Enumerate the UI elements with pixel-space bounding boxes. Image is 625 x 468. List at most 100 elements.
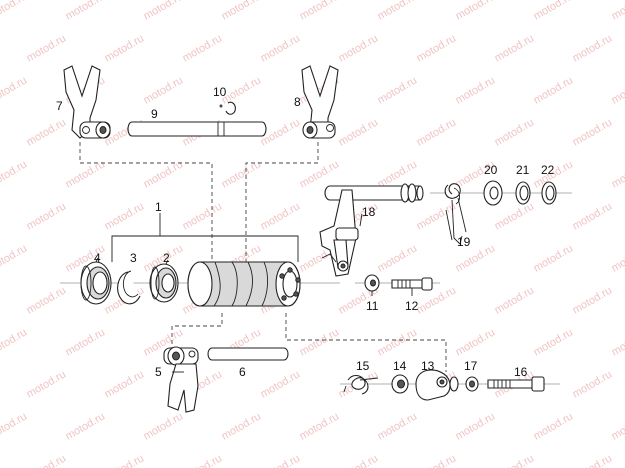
collar-14: [391, 374, 409, 394]
callout-12: 12: [405, 299, 419, 313]
callout-21: 21: [516, 163, 530, 177]
bolt-12: [391, 277, 433, 291]
watermark-text: motod.ru: [0, 410, 29, 442]
watermark-text: motod.ru: [454, 410, 498, 442]
watermark-text: motod.ru: [571, 200, 615, 232]
callout-2: 2: [163, 251, 170, 265]
stopper-spring-15: [343, 374, 379, 395]
watermark-text: motod.ru: [376, 410, 420, 442]
watermark-text: motod.ru: [337, 116, 381, 148]
watermark-text: motod.ru: [376, 0, 420, 23]
watermark-text: motod.ru: [259, 452, 303, 468]
watermark-text: motod.ru: [610, 74, 625, 106]
watermark-text: motod.ru: [532, 0, 576, 23]
watermark-text: motod.ru: [142, 0, 186, 23]
watermark-text: motod.ru: [571, 116, 615, 148]
callout-1: 1: [155, 200, 162, 214]
watermark-text: motod.ru: [376, 74, 420, 106]
callout-20: 20: [484, 163, 498, 177]
shift-fork-5: [163, 346, 199, 413]
bolt-16: [487, 376, 545, 392]
callout-11: 11: [366, 299, 379, 313]
watermark-text: motod.ru: [610, 326, 625, 358]
bearing-4: [80, 261, 112, 305]
callout-9: 9: [151, 107, 158, 121]
washer-20: [483, 180, 503, 206]
callout-16: 16: [514, 365, 528, 379]
watermark-text: motod.ru: [25, 284, 69, 316]
shift-fork-7: [63, 65, 111, 139]
callout-19: 19: [457, 235, 471, 249]
watermark-text: motod.ru: [64, 158, 108, 190]
callout-7: 7: [56, 99, 63, 113]
watermark-text: motod.ru: [337, 32, 381, 64]
watermark-text: motod.ru: [493, 452, 537, 468]
watermark-text: motod.ru: [571, 284, 615, 316]
watermark-text: motod.ru: [0, 74, 29, 106]
watermark-text: motod.ru: [298, 410, 342, 442]
alignment-dashes: [79, 142, 447, 372]
watermark-text: motod.ru: [610, 410, 625, 442]
fork-shaft-6: [207, 347, 289, 361]
shift-fork-8: [301, 65, 339, 139]
watermark-text: motod.ru: [220, 158, 264, 190]
watermark-text: motod.ru: [142, 74, 186, 106]
watermark-text: motod.ru: [415, 32, 459, 64]
watermark-text: motod.ru: [181, 452, 225, 468]
watermark-text: motod.ru: [376, 242, 420, 274]
watermark-text: motod.ru: [454, 74, 498, 106]
watermark-text: motod.ru: [103, 200, 147, 232]
watermark-text: motod.ru: [610, 158, 625, 190]
watermark-text: motod.ru: [493, 200, 537, 232]
callout-22: 22: [541, 163, 555, 177]
watermark-text: motod.ru: [532, 74, 576, 106]
watermark-text: motod.ru: [571, 368, 615, 400]
watermark-text: motod.ru: [571, 32, 615, 64]
washer-21: [515, 181, 531, 205]
watermark-text: motod.ru: [376, 326, 420, 358]
watermark-text: motod.ru: [259, 200, 303, 232]
watermark-text: motod.ru: [220, 410, 264, 442]
watermark-text: motod.ru: [103, 452, 147, 468]
watermark-text: motod.ru: [571, 452, 615, 468]
watermark-text: motod.ru: [259, 32, 303, 64]
watermark-text: motod.ru: [493, 32, 537, 64]
callout-5: 5: [155, 365, 162, 379]
washer-22: [541, 181, 557, 205]
callout-15: 15: [356, 359, 370, 373]
shift-drum-1: [187, 261, 301, 307]
watermark-text: motod.ru: [103, 32, 147, 64]
watermark-text: motod.ru: [493, 284, 537, 316]
watermark-text: motod.ru: [103, 368, 147, 400]
watermark-text: motod.ru: [181, 200, 225, 232]
watermark-text: motod.ru: [64, 326, 108, 358]
callout-17: 17: [464, 359, 478, 373]
watermark-text: motod.ru: [0, 0, 29, 23]
watermark-text: motod.ru: [532, 326, 576, 358]
watermark-text: motod.ru: [610, 0, 625, 23]
watermark-text: motod.ru: [25, 368, 69, 400]
watermark-text: motod.ru: [337, 452, 381, 468]
watermark-text: motod.ru: [610, 242, 625, 274]
watermark-text: motod.ru: [493, 116, 537, 148]
watermark-text: motod.ru: [142, 410, 186, 442]
fork-shaft-9: [127, 121, 267, 137]
watermark-text: motod.ru: [181, 32, 225, 64]
callout-6: 6: [239, 365, 246, 379]
watermark-text: motod.ru: [25, 452, 69, 468]
watermark-text: motod.ru: [454, 326, 498, 358]
bearing-2: [149, 263, 179, 303]
watermark-text: motod.ru: [25, 200, 69, 232]
washer-17: [465, 376, 479, 392]
return-spring-19: [444, 183, 467, 245]
callout-18: 18: [362, 205, 376, 219]
callout-4: 4: [94, 251, 101, 265]
watermark-text: motod.ru: [415, 284, 459, 316]
watermark-text: motod.ru: [259, 368, 303, 400]
watermark-text: motod.ru: [298, 0, 342, 23]
watermark-text: motod.ru: [64, 410, 108, 442]
callout-14: 14: [393, 359, 407, 373]
circlip-10: [219, 101, 236, 115]
callout-13: 13: [421, 359, 435, 373]
